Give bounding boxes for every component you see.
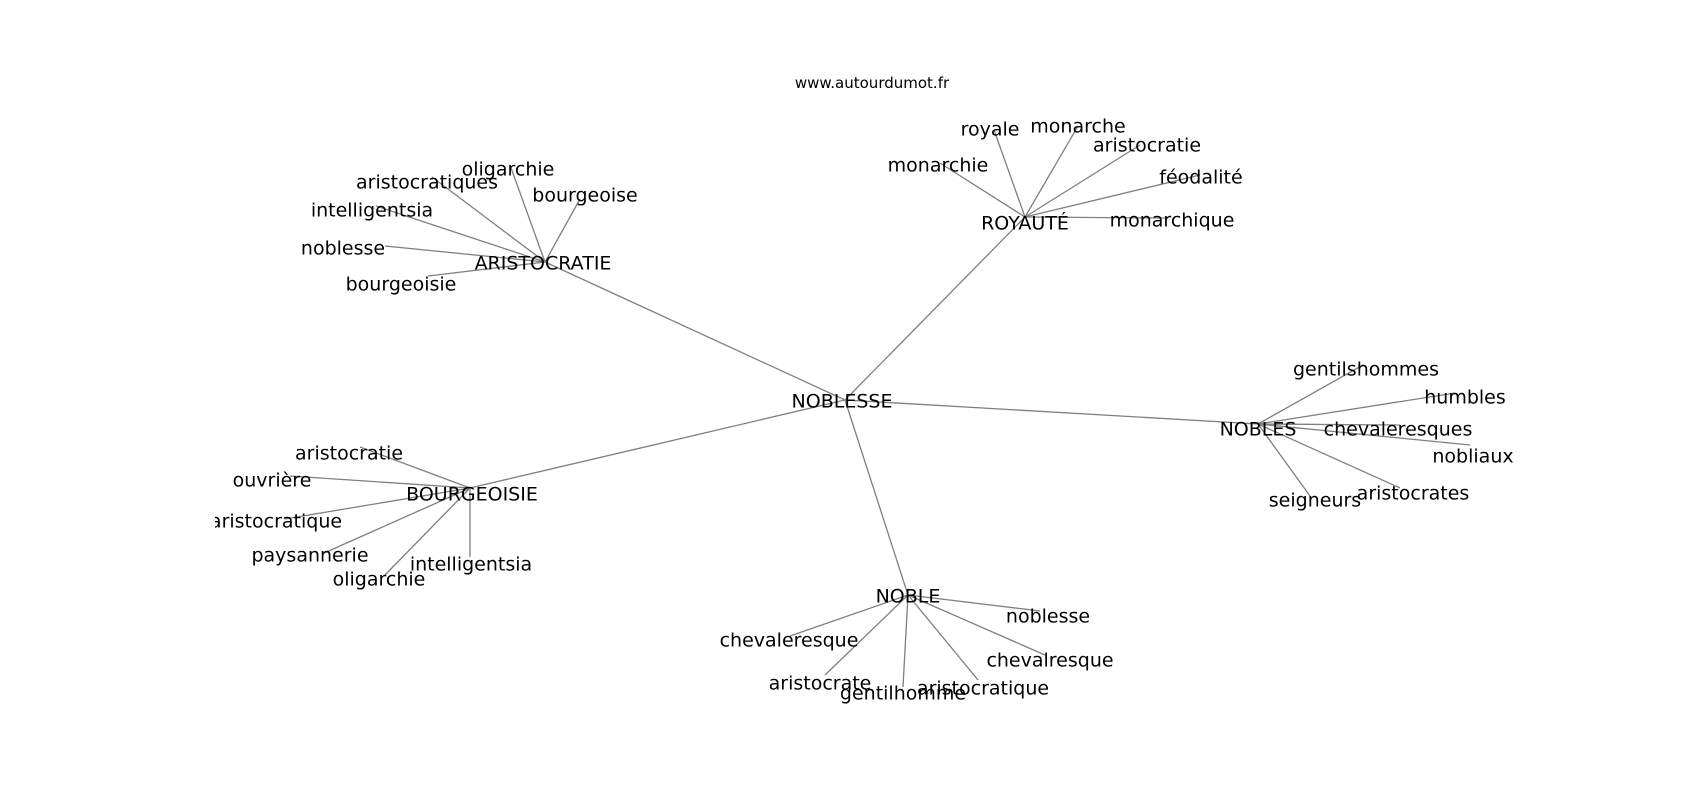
node-bourgeoisie: BOURGEOISIE — [406, 484, 538, 506]
edge-noble-aristocrate — [824, 594, 909, 676]
leaf-noble-aristocrate: aristocrate — [769, 673, 872, 695]
edge-nobles-aristocrates — [1257, 423, 1401, 489]
edge-bourgeoisie-paysannerie — [321, 487, 471, 555]
edge-center-aristocratie — [544, 261, 846, 401]
leaf-bourgeoisie-intelligentsia: intelligentsia — [410, 554, 532, 576]
leaf-bourgeoisie-aristocratique: aristocratique — [210, 511, 342, 533]
edge-aristocratie-noblesse — [384, 245, 546, 263]
edge-royaute-monarchique — [1024, 216, 1166, 219]
leaf-aristocratie-noblesse: noblesse — [301, 238, 385, 260]
leaf-bourgeoisie-aristocratie: aristocratie — [295, 443, 403, 465]
node-aristocratie: ARISTOCRATIE — [475, 253, 612, 275]
leaf-noble-chevalresque: chevalresque — [986, 650, 1113, 672]
leaf-bourgeoisie-ouvriere: ouvrière — [233, 470, 312, 492]
edge-aristocratie-oligarchie — [509, 164, 546, 263]
leaf-royaute-monarchique: monarchique — [1110, 210, 1235, 232]
edge-bourgeoisie-oligarchie — [384, 487, 471, 576]
edge-aristocratie-bourgeoisie — [427, 261, 546, 277]
leaf-bourgeoisie-oligarchie: oligarchie — [333, 569, 426, 591]
edge-bourgeoisie-aristocratique — [284, 487, 471, 520]
leaf-noble-gentilhomme: gentilhomme — [840, 683, 966, 705]
edge-royaute-royale — [993, 129, 1026, 218]
edge-nobles-humbles — [1257, 392, 1456, 425]
leaf-nobles-humbles: humbles — [1424, 387, 1506, 409]
edge-noble-gentilhomme — [902, 594, 909, 688]
edge-nobles-seigneurs — [1257, 423, 1311, 497]
leaf-noble-chevaleresque: chevaleresque — [720, 630, 859, 652]
leaf-royaute-royale: royale — [961, 119, 1020, 141]
edge-center-royaute — [844, 216, 1026, 401]
edge-center-noble — [844, 399, 909, 596]
leaf-aristocratie-intelligentsia: intelligentsia — [311, 200, 433, 222]
edge-aristocratie-bourgeoise — [544, 198, 581, 263]
leaf-noble-aristocratique: aristocratique — [917, 678, 1049, 700]
edge-aristocratie-aristocratiques — [431, 176, 546, 263]
leaf-royaute-monarchie: monarchie — [888, 155, 989, 177]
leaf-royaute-aristocratie: aristocratie — [1093, 135, 1201, 157]
leaf-aristocratie-aristocratiques: aristocratiques — [356, 172, 498, 194]
edge-center-nobles — [844, 399, 1259, 425]
source-url: www.autourdumot.fr — [795, 74, 950, 92]
leaf-nobles-seigneurs: seigneurs — [1269, 490, 1361, 512]
edge-royaute-feodalite — [1024, 174, 1201, 218]
edge-noble-chevalresque — [907, 594, 1046, 656]
leaf-royaute-feodalite: féodalité — [1159, 167, 1242, 189]
edge-noble-noblesse — [907, 594, 1041, 612]
graph-edges — [284, 125, 1471, 688]
leaf-nobles-chevaleresques: chevaleresques — [1324, 419, 1473, 441]
edge-noble-chevaleresque — [789, 594, 909, 637]
edge-royaute-monarchie — [939, 162, 1026, 218]
edge-royaute-aristocratie — [1024, 144, 1141, 218]
edge-bourgeoisie-ouvriere — [289, 475, 471, 489]
edge-center-bourgeoisie — [469, 399, 846, 489]
leaf-aristocratie-bourgeoisie: bourgeoisie — [346, 274, 457, 296]
edge-aristocratie-intelligentsia — [375, 205, 546, 263]
node-center-noblesse: NOBLESSE — [792, 391, 893, 413]
edge-bourgeoisie-aristocratie — [359, 446, 471, 489]
edge-nobles-chevaleresques — [1257, 423, 1401, 426]
edge-nobles-gentilshommes — [1257, 364, 1364, 425]
leaf-royaute-monarche: monarche — [1030, 116, 1125, 138]
edge-nobles-nobliaux — [1257, 423, 1471, 446]
edge-royaute-monarche — [1024, 125, 1079, 218]
leaf-aristocratie-bourgeoise: bourgeoise — [532, 185, 637, 207]
leaf-nobles-nobliaux: nobliaux — [1432, 446, 1513, 468]
leaf-bourgeoisie-paysannerie: paysannerie — [251, 545, 368, 567]
leaf-aristocratie-oligarchie: oligarchie — [462, 159, 555, 181]
leaf-nobles-gentilshommes: gentilshommes — [1293, 359, 1439, 381]
node-noble: NOBLE — [876, 586, 941, 608]
edge-noble-aristocratique — [907, 594, 979, 681]
node-nobles: NOBLES — [1220, 419, 1297, 441]
node-royaute: ROYAUTÉ — [981, 212, 1069, 235]
leaf-noble-noblesse: noblesse — [1006, 606, 1090, 628]
graph-labels: NOBLESSEARISTOCRATIEoligarchiearistocrat… — [210, 116, 1514, 705]
leaf-nobles-aristocrates: aristocrates — [1357, 483, 1470, 505]
